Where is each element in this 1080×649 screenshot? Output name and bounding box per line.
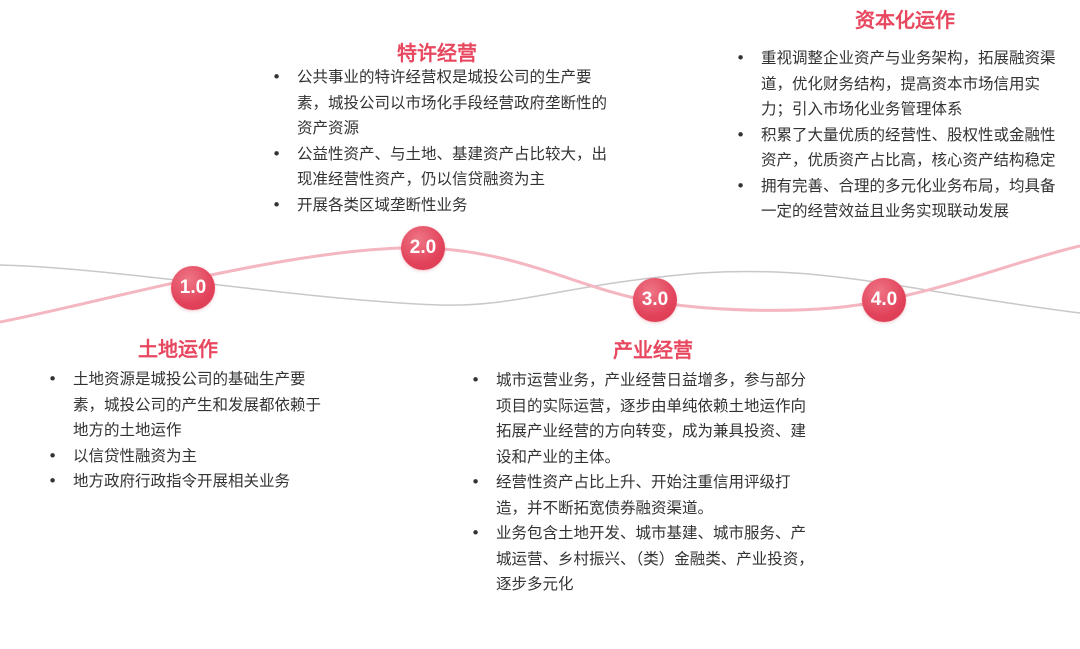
list-item: 积累了大量优质的经营性、股权性或金融性资产，优质资产占比高，核心资产结构稳定	[736, 123, 1066, 174]
list-item: 土地资源是城投公司的基础生产要素，城投公司的产生和发展都依赖于地方的土地运作	[48, 367, 328, 444]
stage-node-3: 3.0	[633, 278, 677, 322]
stage-title-1: 土地运作	[138, 337, 218, 361]
stage-title-3: 产业经营	[613, 338, 693, 362]
list-item: 重视调整企业资产与业务架构，拓展融资渠道，优化财务结构，提高资本市场信用实力；引…	[736, 46, 1066, 123]
stage-list-3: 城市运营业务，产业经营日益增多，参与部分项目的实际运营，逐步由单纯依赖土地运作向…	[471, 368, 816, 598]
stage-list-1: 土地资源是城投公司的基础生产要素，城投公司的产生和发展都依赖于地方的土地运作 以…	[48, 367, 328, 495]
stage-node-4: 4.0	[862, 278, 906, 322]
list-item: 地方政府行政指令开展相关业务	[48, 469, 328, 495]
pink-curve	[0, 244, 1080, 324]
list-item: 业务包含土地开发、城市基建、城市服务、产城运营、乡村振兴、（类）金融类、产业投资…	[471, 521, 816, 598]
list-item: 开展各类区域垄断性业务	[272, 193, 617, 219]
list-item: 拥有完善、合理的多元化业务布局，均具备一定的经营效益且业务实现联动发展	[736, 174, 1066, 225]
stage-title-4: 资本化运作	[855, 8, 955, 32]
gray-curve	[0, 264, 1080, 314]
list-item: 经营性资产占比上升、开始注重信用评级打造，并不断拓宽债券融资渠道。	[471, 470, 816, 521]
stage-title-2: 特许经营	[397, 41, 477, 65]
list-item: 公益性资产、与土地、基建资产占比较大，出现准经营性资产，仍以信贷融资为主	[272, 142, 617, 193]
stage-node-1: 1.0	[171, 266, 215, 310]
list-item: 公共事业的特许经营权是城投公司的生产要素，城投公司以市场化手段经营政府垄断性的资…	[272, 65, 617, 142]
stage-node-2: 2.0	[401, 226, 445, 270]
list-item: 以信贷性融资为主	[48, 444, 328, 470]
stage-list-2: 公共事业的特许经营权是城投公司的生产要素，城投公司以市场化手段经营政府垄断性的资…	[272, 65, 617, 218]
list-item: 城市运营业务，产业经营日益增多，参与部分项目的实际运营，逐步由单纯依赖土地运作向…	[471, 368, 816, 470]
stage-list-4: 重视调整企业资产与业务架构，拓展融资渠道，优化财务结构，提高资本市场信用实力；引…	[736, 46, 1066, 225]
